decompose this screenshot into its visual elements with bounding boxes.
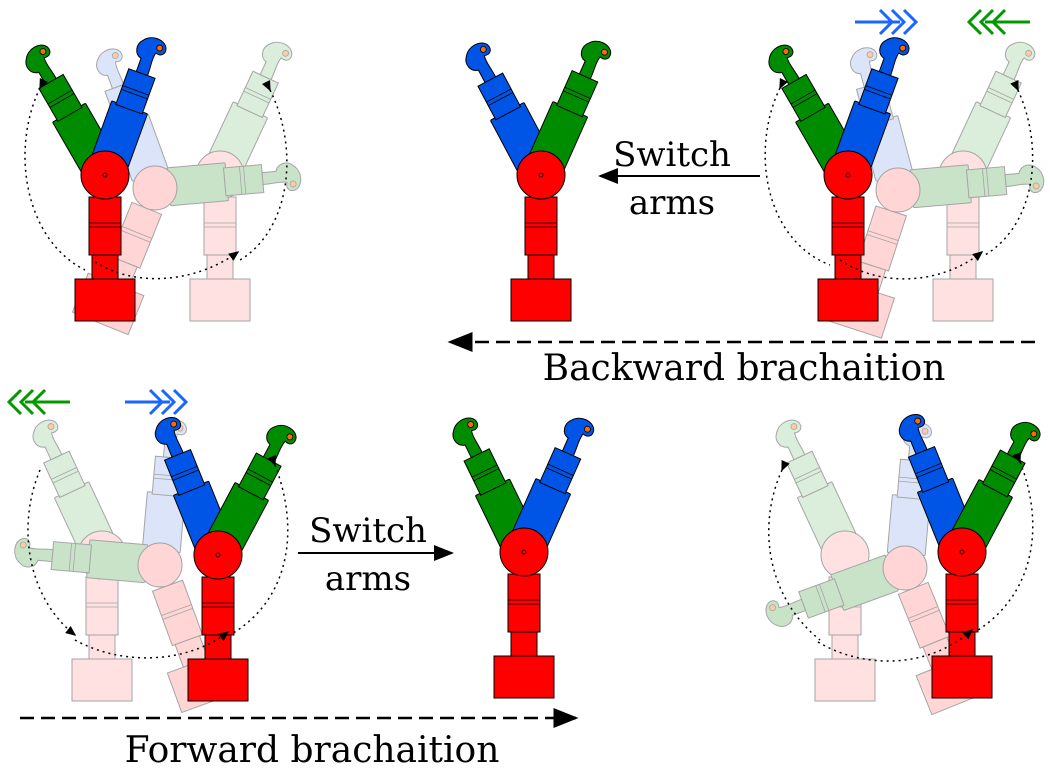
triple-chevron-icon xyxy=(125,388,189,416)
circle-joint-icon xyxy=(516,150,566,200)
arms-label-top: arms xyxy=(629,183,715,223)
triple-chevron-icon xyxy=(6,388,70,416)
robot-panel-top-right xyxy=(758,8,1046,339)
circle-joint-icon xyxy=(499,527,549,577)
robot-panel-top-left xyxy=(15,30,303,336)
switch-label-top: Switch xyxy=(613,135,731,175)
robot-panel-bottom-right xyxy=(760,409,1048,716)
switch-arms-top: Switch arms xyxy=(598,135,760,223)
switch-arms-bottom: Switch arms xyxy=(298,511,454,599)
switch-label-bottom: Switch xyxy=(309,511,427,551)
triple-chevron-icon xyxy=(966,8,1030,36)
circle-joint-icon xyxy=(80,150,130,200)
backward-label: Backward brachaition xyxy=(543,348,946,389)
robot-panel-bottom-left xyxy=(6,388,304,713)
robot-panel-bottom-middle xyxy=(442,410,602,699)
backward-brachiation: Backward brachaition xyxy=(447,332,1035,389)
robot-panel-top-middle xyxy=(455,33,619,322)
circle-joint-icon xyxy=(193,530,243,580)
arms-label-bottom: arms xyxy=(325,559,411,599)
circle-joint-icon xyxy=(937,527,987,577)
forward-brachiation: Forward brachaition xyxy=(20,708,579,771)
circle-joint-icon xyxy=(823,150,873,200)
triple-chevron-icon xyxy=(855,8,919,36)
forward-label: Forward brachaition xyxy=(125,730,500,771)
